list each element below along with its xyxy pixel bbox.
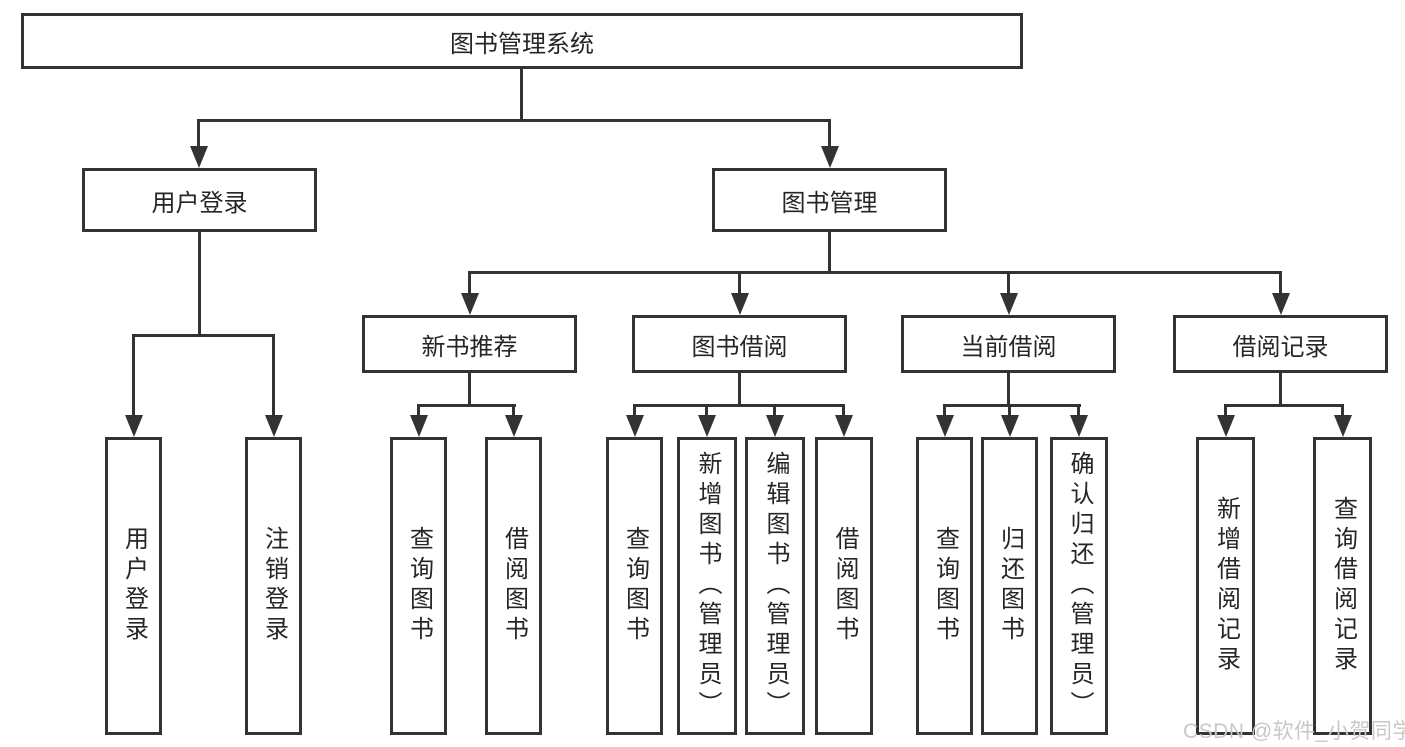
node-root-label: 图书管理系统	[450, 30, 594, 58]
connector-g2-stub-1	[633, 404, 636, 417]
leaf-add-books-admin: 新增图书（管理员）	[677, 437, 737, 735]
arrow-g3-confirm-return	[1070, 415, 1088, 437]
leaf-borrow-books-recommend-label: 借阅图书	[500, 526, 528, 646]
arrow-g2-add-books	[698, 415, 716, 437]
connector-root-stub-right	[828, 119, 831, 147]
leaf-query-borrow-record-label: 查询借阅记录	[1329, 496, 1357, 676]
arrow-g2-edit-books	[766, 415, 784, 437]
connector-g1-bar	[417, 404, 516, 407]
leaf-confirm-return-admin: 确认归还（管理员）	[1050, 437, 1108, 735]
node-borrow-records: 借阅记录	[1173, 315, 1388, 373]
connector-userlogin-stub-1	[132, 334, 135, 417]
leaf-confirm-return-admin-label: 确认归还（管理员）	[1066, 451, 1093, 721]
connector-bookmgmt-bar	[468, 271, 1282, 274]
leaf-add-books-admin-label: 新增图书（管理员）	[694, 451, 721, 721]
arrow-g4-query-record	[1334, 415, 1352, 437]
connector-g4-stem	[1279, 373, 1282, 406]
node-book-management-label: 图书管理	[781, 189, 878, 217]
node-borrow-records-label: 借阅记录	[1232, 333, 1329, 361]
watermark-text: CSDN @软件_小贺同学	[1183, 720, 1405, 743]
arrow-to-book-borrow	[731, 293, 749, 315]
connector-g3-bar	[943, 404, 1081, 407]
arrow-g2-query-books	[626, 415, 644, 437]
leaf-user-login: 用户登录	[105, 437, 162, 735]
connector-userlogin-stub-2	[272, 334, 275, 417]
node-user-login: 用户登录	[82, 168, 317, 232]
leaf-query-books-recommend: 查询图书	[390, 437, 447, 735]
arrow-to-current-borrow	[1000, 293, 1018, 315]
connector-g1-stub-2	[512, 404, 515, 417]
leaf-add-borrow-record-label: 新增借阅记录	[1212, 496, 1240, 676]
connector-g4-stub-2	[1341, 404, 1344, 417]
connector-bookmgmt-stub-2	[738, 271, 741, 295]
connector-g3-stub-2	[1008, 404, 1011, 417]
connector-bookmgmt-stub-3	[1007, 271, 1010, 295]
connector-g4-bar	[1224, 404, 1344, 407]
connector-g2-stub-4	[842, 404, 845, 417]
node-current-borrow: 当前借阅	[901, 315, 1116, 373]
arrow-to-new-book-recommend	[461, 293, 479, 315]
node-new-book-recommend-label: 新书推荐	[421, 333, 518, 361]
node-user-login-label: 用户登录	[151, 189, 248, 217]
arrow-to-leaf-user-login	[125, 415, 143, 437]
leaf-borrow-books-recommend: 借阅图书	[485, 437, 542, 735]
arrow-g4-add-record	[1217, 415, 1235, 437]
connector-bookmgmt-stub-4	[1279, 271, 1282, 295]
arrow-to-leaf-logout	[265, 415, 283, 437]
node-new-book-recommend: 新书推荐	[362, 315, 577, 373]
leaf-borrow-books-borrow: 借阅图书	[815, 437, 873, 735]
arrow-g2-borrow-books	[835, 415, 853, 437]
leaf-borrow-books-borrow-label: 借阅图书	[831, 526, 858, 646]
connector-bookmgmt-stem	[828, 232, 831, 273]
leaf-user-login-label: 用户登录	[120, 526, 148, 646]
leaf-edit-books-admin: 编辑图书（管理员）	[745, 437, 805, 735]
arrow-g1-borrow-books	[505, 415, 523, 437]
leaf-query-books-current: 查询图书	[916, 437, 973, 735]
connector-g1-stub-1	[417, 404, 420, 417]
leaf-logout: 注销登录	[245, 437, 302, 735]
arrow-g3-return-books	[1001, 415, 1019, 437]
connector-g2-bar	[633, 404, 845, 407]
connector-g3-stem	[1007, 373, 1010, 406]
connector-root-stem	[520, 69, 523, 122]
leaf-return-books: 归还图书	[981, 437, 1038, 735]
node-book-borrow: 图书借阅	[632, 315, 847, 373]
leaf-edit-books-admin-label: 编辑图书（管理员）	[762, 451, 789, 721]
leaf-logout-label: 注销登录	[260, 526, 288, 646]
connector-g4-stub-1	[1224, 404, 1227, 417]
connector-userlogin-stem	[198, 232, 201, 336]
node-book-management: 图书管理	[712, 168, 947, 232]
connector-bookmgmt-stub-1	[468, 271, 471, 295]
connector-root-bar	[197, 119, 831, 122]
connector-g2-stub-3	[773, 404, 776, 417]
leaf-query-books-borrow-label: 查询图书	[621, 526, 649, 646]
arrow-g3-query-books	[936, 415, 954, 437]
arrow-to-borrow-records	[1272, 293, 1290, 315]
node-book-borrow-label: 图书借阅	[691, 333, 788, 361]
arrow-to-book-management	[821, 146, 839, 168]
leaf-query-borrow-record: 查询借阅记录	[1313, 437, 1372, 735]
connector-root-stub-left	[197, 119, 200, 147]
connector-g3-stub-3	[1077, 404, 1080, 417]
arrow-to-user-login	[190, 146, 208, 168]
arrow-g1-query-books	[410, 415, 428, 437]
connector-userlogin-bar	[132, 334, 275, 337]
connector-g1-stem	[468, 373, 471, 406]
leaf-add-borrow-record: 新增借阅记录	[1196, 437, 1255, 735]
node-current-borrow-label: 当前借阅	[960, 333, 1057, 361]
leaf-query-books-borrow: 查询图书	[606, 437, 663, 735]
leaf-query-books-current-label: 查询图书	[931, 526, 959, 646]
leaf-query-books-recommend-label: 查询图书	[405, 526, 433, 646]
node-root: 图书管理系统	[21, 13, 1023, 69]
connector-g2-stub-2	[705, 404, 708, 417]
leaf-return-books-label: 归还图书	[996, 526, 1024, 646]
connector-g2-stem	[738, 373, 741, 406]
connector-g3-stub-1	[943, 404, 946, 417]
